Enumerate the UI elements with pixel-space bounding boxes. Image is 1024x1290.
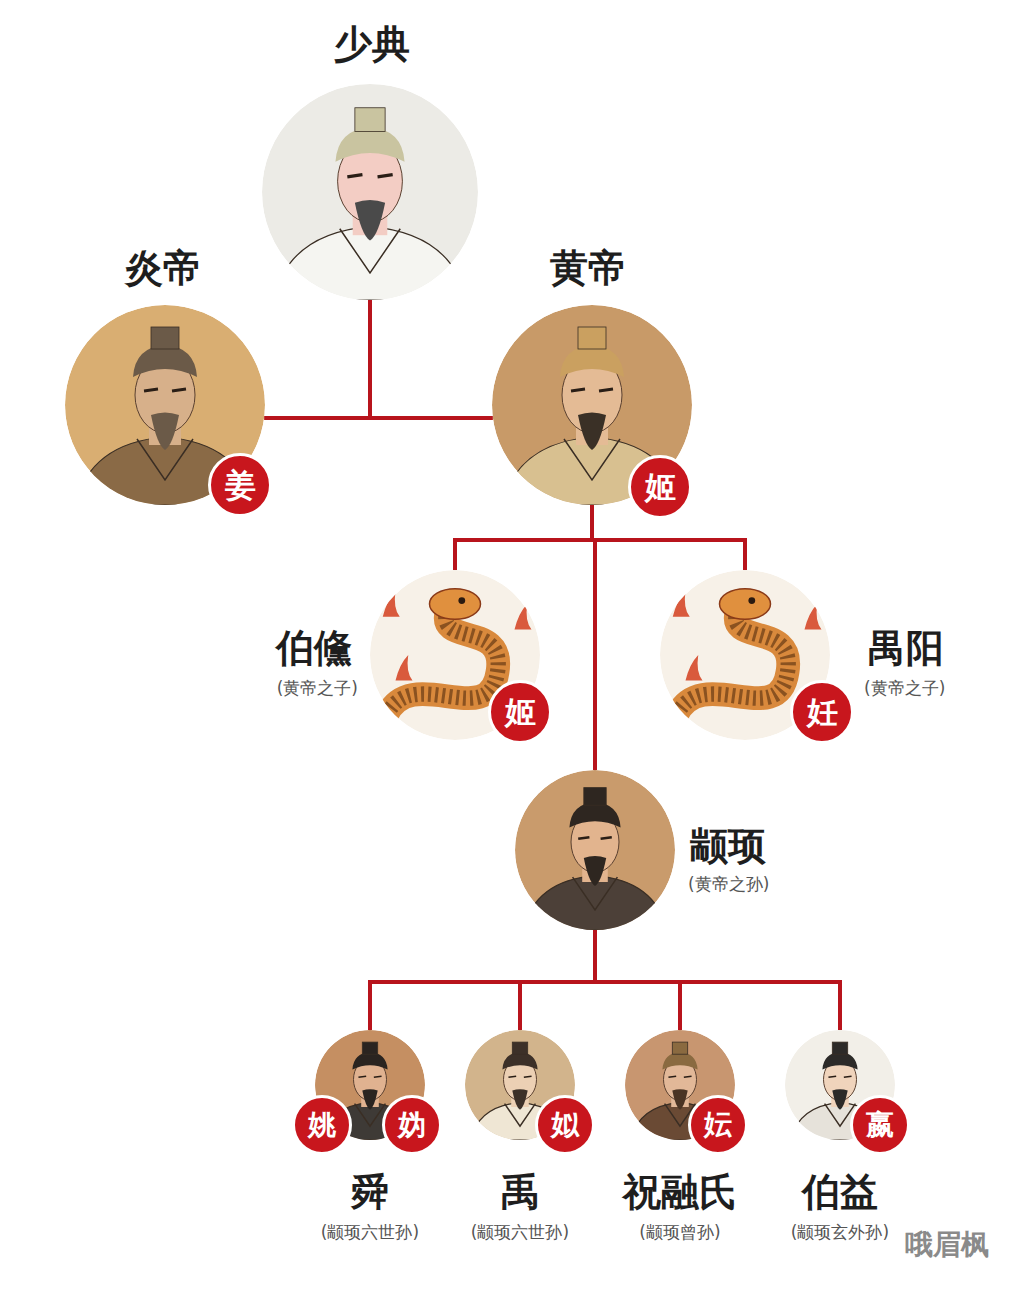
lineage-line — [370, 300, 493, 418]
person-name: 黄帝 — [458, 246, 718, 292]
person-name: 炎帝 — [33, 246, 293, 292]
lineage-note: (黄帝之孙) — [688, 874, 948, 894]
lineage-line — [370, 930, 595, 1030]
lineage-line — [595, 930, 840, 1030]
lineage-line — [455, 505, 592, 570]
surname-badge: 妊 — [790, 680, 854, 744]
person-node: 少典 — [262, 84, 478, 300]
portrait-circle — [515, 770, 675, 930]
person-node: 姜炎帝 — [65, 305, 265, 505]
lineage-note: (黄帝之子) — [864, 678, 1024, 698]
surname-badge: 姬 — [488, 680, 552, 744]
surname-text: 姬 — [628, 455, 692, 519]
lineage-note: (颛顼六世孙) — [390, 1222, 650, 1242]
person-name: 伯益 — [710, 1170, 970, 1216]
person-node: 妊禺阳(黄帝之子) — [660, 570, 830, 740]
person-node: 姒禹(颛顼六世孙) — [465, 1030, 575, 1140]
person-node: 颛顼(黄帝之孙) — [515, 770, 675, 930]
lineage-line — [520, 930, 595, 1030]
surname-text: 姬 — [488, 680, 552, 744]
surname-badge: 妘 — [688, 1095, 748, 1155]
person-name: 伯儵 — [92, 626, 352, 672]
lineage-note: (颛顼六世孙) — [240, 1222, 500, 1242]
surname-text: 妫 — [382, 1095, 442, 1155]
surname-text: 姚 — [292, 1095, 352, 1155]
person-name: 禺阳 — [868, 626, 1024, 672]
person-node: 妘祝融氏(颛顼曾孙) — [625, 1030, 735, 1140]
portrait-circle — [262, 84, 478, 300]
person-node: 嬴伯益(颛顼玄外孙) — [785, 1030, 895, 1140]
surname-text: 姒 — [535, 1095, 595, 1155]
person-name: 颛顼 — [690, 824, 950, 870]
surname-badge: 姜 — [208, 453, 272, 517]
lineage-line — [592, 505, 595, 770]
surname-badge: 妫 — [382, 1095, 442, 1155]
lineage-line — [264, 300, 370, 418]
person-name: 舜 — [240, 1170, 500, 1216]
person-node: 姚妫舜(颛顼六世孙) — [315, 1030, 425, 1140]
surname-text: 妘 — [688, 1095, 748, 1155]
person-node: 姬伯儵(黄帝之子) — [370, 570, 540, 740]
person-name: 祝融氏 — [550, 1170, 810, 1216]
person-node: 姬黄帝 — [492, 305, 692, 505]
surname-text: 姜 — [208, 453, 272, 517]
person-name: 禹 — [390, 1170, 650, 1216]
surname-badge: 嬴 — [850, 1095, 910, 1155]
surname-badge: 姒 — [535, 1095, 595, 1155]
surname-text: 嬴 — [850, 1095, 910, 1155]
surname-text: 妊 — [790, 680, 854, 744]
person-name: 少典 — [242, 22, 502, 68]
watermark: 哦眉枫 — [905, 1226, 989, 1264]
surname-badge: 姚 — [292, 1095, 352, 1155]
lineage-note: (黄帝之子) — [98, 678, 358, 698]
surname-badge: 姬 — [628, 455, 692, 519]
lineage-note: (颛顼曾孙) — [550, 1222, 810, 1242]
